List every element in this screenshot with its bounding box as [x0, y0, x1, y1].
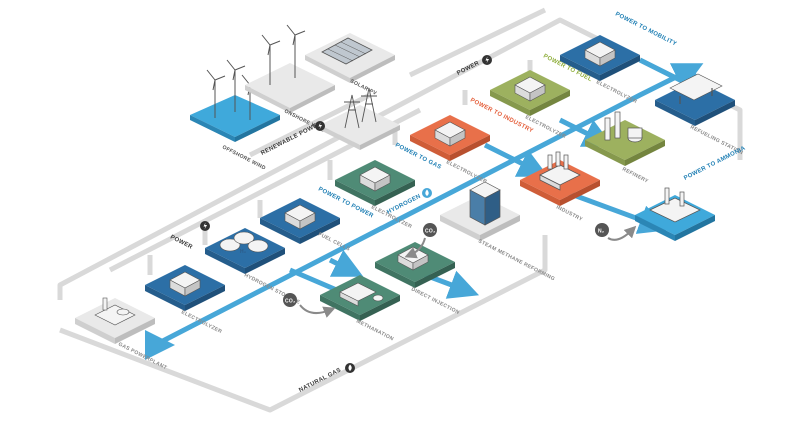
electrolyzer-fuel-tile: ELECTROLYZER — [490, 70, 570, 140]
refueling-station-icon — [669, 73, 723, 104]
electrolyzer-icon — [514, 76, 546, 102]
electrolyzer-mobility-label: ELECTROLYZER — [595, 79, 638, 105]
wind-turbine-icon — [206, 59, 261, 120]
lightning-icon — [315, 121, 325, 131]
electrolyzer-gas-tile: ELECTROLYZER — [335, 160, 415, 230]
electrolyzer-icon — [169, 271, 201, 297]
refinery-icon — [604, 111, 643, 143]
fuel-cell-icon — [284, 204, 316, 230]
steam-methane-reforming-tile: STEAM METHANE REFORMING — [440, 181, 556, 283]
direct-injection-label: DIRECT INJECTION — [410, 286, 460, 316]
fuel-cells-label: FUEL CELLS — [317, 231, 351, 252]
electrolyzer-industry-tile: ELECTROLYZER — [410, 115, 490, 185]
hydrogen-drop-icon — [422, 188, 432, 198]
power-top-label: POWER — [456, 60, 481, 76]
refinery-label: REFINERY — [621, 166, 649, 184]
power-left-label: POWER — [169, 234, 194, 250]
factory-icon — [539, 151, 581, 191]
industry-label: INDUSTRY — [555, 204, 584, 222]
co2-direct-text: CO₂ — [425, 229, 436, 235]
n2-text: N₂ — [598, 229, 604, 235]
co2-methanation-text: CO₂ — [285, 299, 296, 305]
methanation-plant-icon — [339, 282, 384, 307]
natural-gas-label: NATURAL GAS — [298, 367, 342, 393]
hydrogen-tanks-icon — [219, 231, 269, 253]
electrolyzer-power-tile: ELECTROLYZER — [145, 265, 225, 335]
electrolyzer-icon — [434, 121, 466, 147]
flame-icon — [345, 363, 355, 373]
n2-badge: N₂ — [595, 223, 637, 241]
electrolyzer-icon — [584, 41, 616, 67]
refinery-tile: REFINERY — [585, 111, 665, 185]
solar-pv-label: SOLAR PV — [349, 78, 378, 97]
reformer-tower-icon — [469, 181, 501, 226]
co2-badge-direct: CO₂ — [404, 223, 437, 259]
electrolyzer-icon — [359, 166, 391, 192]
wind-turbine-icon — [261, 24, 306, 85]
fuel-cells-tile: FUEL CELLS — [260, 198, 351, 253]
solar-pv-tile: SOLAR PV — [305, 33, 395, 97]
ammonia-plant-icon — [649, 187, 701, 223]
power-pylon-tile — [320, 87, 400, 150]
solar-panel-icon — [321, 37, 373, 65]
gray-flow-lines — [57, 7, 743, 413]
methanation-label: METHANATION — [355, 318, 394, 342]
power-to-mobility-heading: POWER TO MOBILITY — [614, 11, 677, 47]
electrolyzer-industry-label: ELECTROLYZER — [445, 159, 488, 185]
gas-powerplant-tile: GAS POWERPLANT — [75, 297, 168, 371]
power-to-ammonia-heading: POWER TO AMMONIA — [683, 145, 747, 181]
lightning-icon — [482, 55, 492, 65]
co2-badge-methanation: CO₂ — [283, 293, 336, 318]
hydrogen-storage-tile: H₂ HYDROGEN STORAGE — [205, 228, 301, 306]
refueling-station-tile: REFUELING STATION — [655, 73, 744, 156]
methanation-tile: METHANATION — [320, 275, 400, 343]
ammonia-plant-tile — [635, 187, 715, 241]
gas-powerplant-icon — [94, 297, 136, 326]
pylon-icon — [344, 87, 377, 129]
lightning-icon — [200, 221, 210, 231]
industry-tile: INDUSTRY — [520, 151, 600, 223]
h2-tank-badge: H₂ — [240, 249, 246, 255]
